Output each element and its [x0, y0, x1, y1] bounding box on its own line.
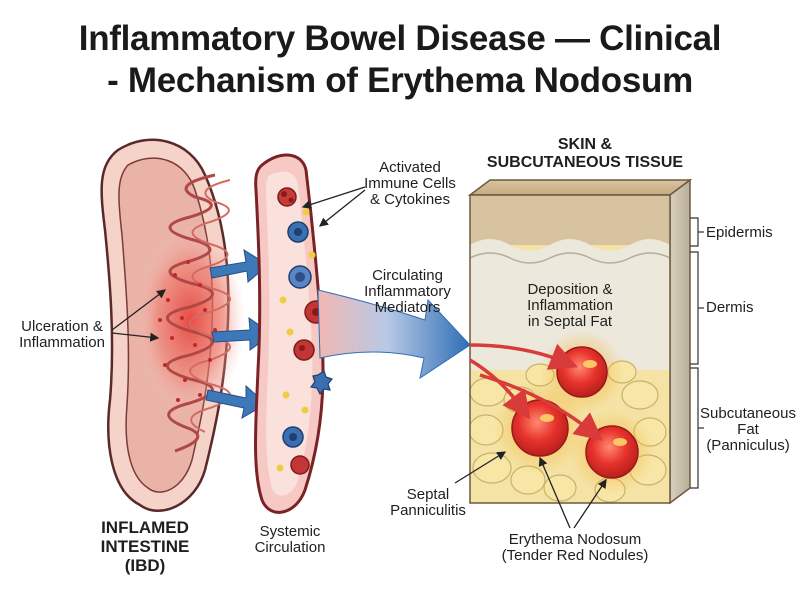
nodosum-line-2: (Tender Red Nodules)	[501, 547, 649, 564]
ulceration-label: Ulceration & Inflammation	[12, 319, 112, 351]
septal-line-2: Panniculitis	[390, 502, 466, 519]
inflamed-intestine-illustration	[100, 138, 245, 512]
immune-cells-line-3: & Cytokines	[369, 191, 451, 208]
dermis-label: Dermis	[706, 300, 796, 316]
epidermis-line-1: Epidermis	[706, 224, 773, 241]
intestine-caption-line-2: INTESTINE	[100, 537, 190, 556]
epidermis-label: Epidermis	[706, 225, 796, 241]
mediators-line-3: Mediators	[374, 299, 441, 316]
mediators-line-2: Inflammatory	[364, 283, 451, 300]
subcutaneous-fat-label: Subcutaneous Fat (Panniculus)	[698, 406, 798, 454]
intestine-caption: INFLAMED INTESTINE (IBD)	[80, 518, 210, 575]
immune-cells-line-2: Immune Cells	[364, 175, 456, 192]
skin-heading-line-1: SKIN &	[557, 136, 613, 153]
subcutaneous-line-1: Subcutaneous	[700, 405, 796, 422]
systemic-caption-line-1: Systemic	[259, 523, 321, 540]
systemic-caption-line-2: Circulation	[254, 539, 326, 556]
layer-brackets	[690, 217, 704, 489]
ulceration-label-line-1: Ulceration &	[21, 318, 103, 335]
systemic-circulation-caption: Systemic Circulation	[235, 524, 345, 556]
intestine-to-blood-arrows	[205, 248, 273, 419]
immune-cells-label: Activated Immune Cells & Cytokines	[355, 160, 465, 208]
intestine-caption-line-3: (IBD)	[124, 556, 166, 575]
subcutaneous-line-3: (Panniculus)	[706, 437, 790, 454]
intestine-caption-line-1: INFLAMED	[101, 518, 189, 537]
page-title: Inflammatory Bowel Disease — Clinical - …	[0, 18, 800, 102]
erythema-nodosum-label: Erythema Nodosum (Tender Red Nodules)	[480, 532, 670, 564]
septal-line-1: Septal	[406, 486, 450, 503]
title-line-1: Inflammatory Bowel Disease — Clinical	[78, 19, 722, 58]
deposition-line-2: Inflammation	[527, 297, 613, 314]
subcutaneous-line-2: Fat	[737, 421, 759, 438]
septal-panniculitis-label: Septal Panniculitis	[378, 487, 478, 519]
skin-heading: SKIN & SUBCUTANEOUS TISSUE	[470, 136, 700, 172]
title-line-2: - Mechanism of Erythema Nodosum	[107, 61, 693, 100]
circulating-mediators-arrow	[317, 289, 471, 380]
ulceration-label-line-2: Inflammation	[19, 334, 105, 351]
blood-vessel-illustration	[254, 153, 334, 514]
deposition-line-1: Deposition &	[527, 281, 613, 298]
dermis-line-1: Dermis	[706, 299, 754, 316]
label-leader-lines	[111, 186, 607, 529]
skin-tissue-block	[467, 178, 693, 505]
deposition-line-3: in Septal Fat	[527, 313, 613, 330]
nodosum-line-1: Erythema Nodosum	[508, 531, 642, 548]
mediators-label: Circulating Inflammatory Mediators	[350, 268, 465, 316]
deposition-label: Deposition & Inflammation in Septal Fat	[500, 282, 640, 330]
skin-heading-line-2: SUBCUTANEOUS TISSUE	[486, 154, 684, 171]
immune-cells-line-1: Activated	[379, 159, 441, 176]
mediators-line-1: Circulating	[372, 267, 443, 284]
